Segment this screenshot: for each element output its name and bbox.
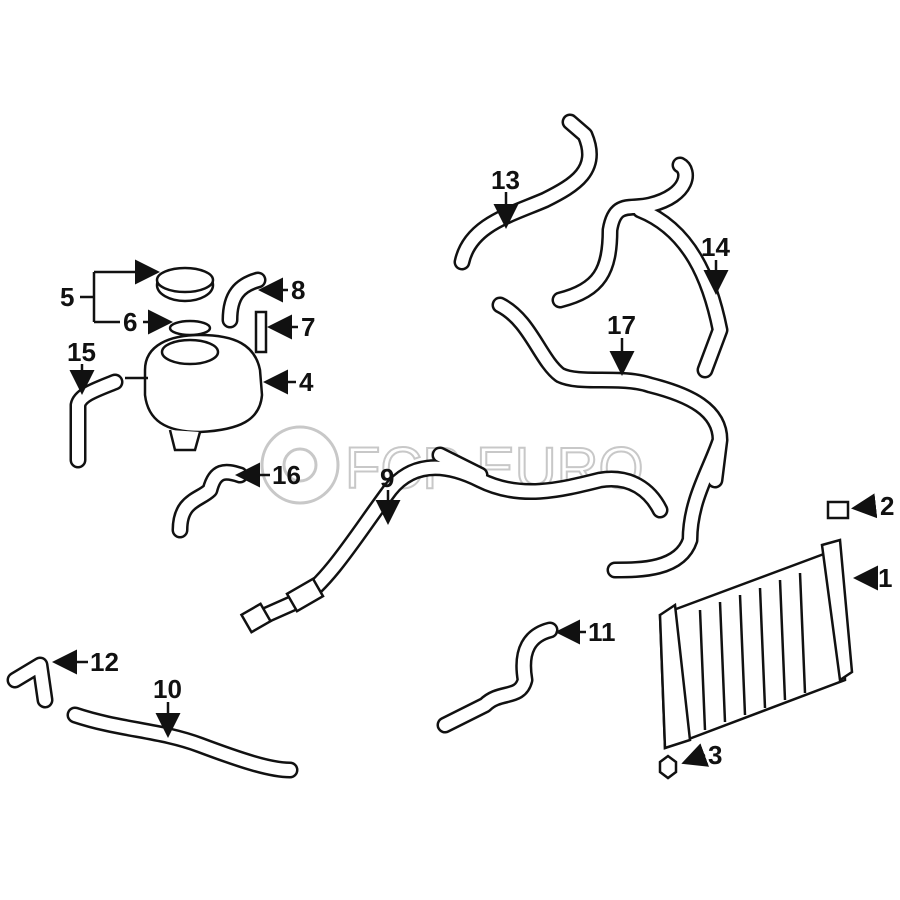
callout-8: 8 (258, 275, 305, 305)
callout-number: 17 (607, 310, 636, 340)
callout-5: 5 (60, 259, 160, 324)
hose-14 (551, 156, 729, 379)
callout-12: 12 (52, 647, 119, 677)
hose-11 (436, 621, 559, 734)
callout-3: 3 (681, 740, 722, 770)
callout-7: 7 (267, 312, 315, 342)
callout-10: 10 (153, 674, 182, 738)
filler-cap (155, 266, 215, 303)
hose-13 (453, 113, 598, 271)
connector-12 (6, 656, 54, 709)
callout-number: 8 (291, 275, 305, 305)
callout-number: 11 (588, 617, 616, 647)
hose-10 (66, 706, 299, 779)
hose-16 (171, 463, 249, 539)
callout-number: 13 (491, 165, 520, 195)
seal-ring (168, 319, 212, 337)
callout-number: 16 (272, 460, 301, 490)
bracket (826, 500, 850, 520)
callout-number: 12 (90, 647, 119, 677)
callout-number: 10 (153, 674, 182, 704)
pipe-9 (239, 446, 669, 634)
callout-number: 14 (701, 232, 730, 262)
callout-15: 15 (67, 337, 96, 395)
callout-1: 1 (853, 563, 892, 593)
pipe-17 (491, 296, 729, 579)
callout-number: 2 (880, 491, 894, 521)
expansion-tank (125, 333, 264, 452)
callout-9: 9 (375, 463, 401, 525)
callout-17: 17 (607, 310, 636, 376)
callout-number: 6 (123, 307, 137, 337)
callout-2: 2 (851, 491, 894, 521)
callout-16: 16 (235, 460, 301, 490)
hose-15 (69, 373, 124, 469)
callout-13: 13 (491, 165, 520, 229)
nut (658, 754, 678, 780)
radiator (658, 538, 854, 750)
callout-number: 3 (708, 740, 722, 770)
hose-8 (221, 271, 267, 329)
callout-number: 4 (299, 367, 314, 397)
callout-number: 5 (60, 282, 74, 312)
callout-number: 7 (301, 312, 315, 342)
callout-6: 6 (123, 307, 173, 337)
callout-14: 14 (701, 232, 730, 295)
sensor (254, 310, 268, 354)
callout-number: 9 (380, 463, 394, 493)
callout-number: 1 (878, 563, 892, 593)
callout-11: 11 (555, 617, 616, 647)
callout-number: 15 (67, 337, 96, 367)
callout-4: 4 (263, 367, 314, 397)
